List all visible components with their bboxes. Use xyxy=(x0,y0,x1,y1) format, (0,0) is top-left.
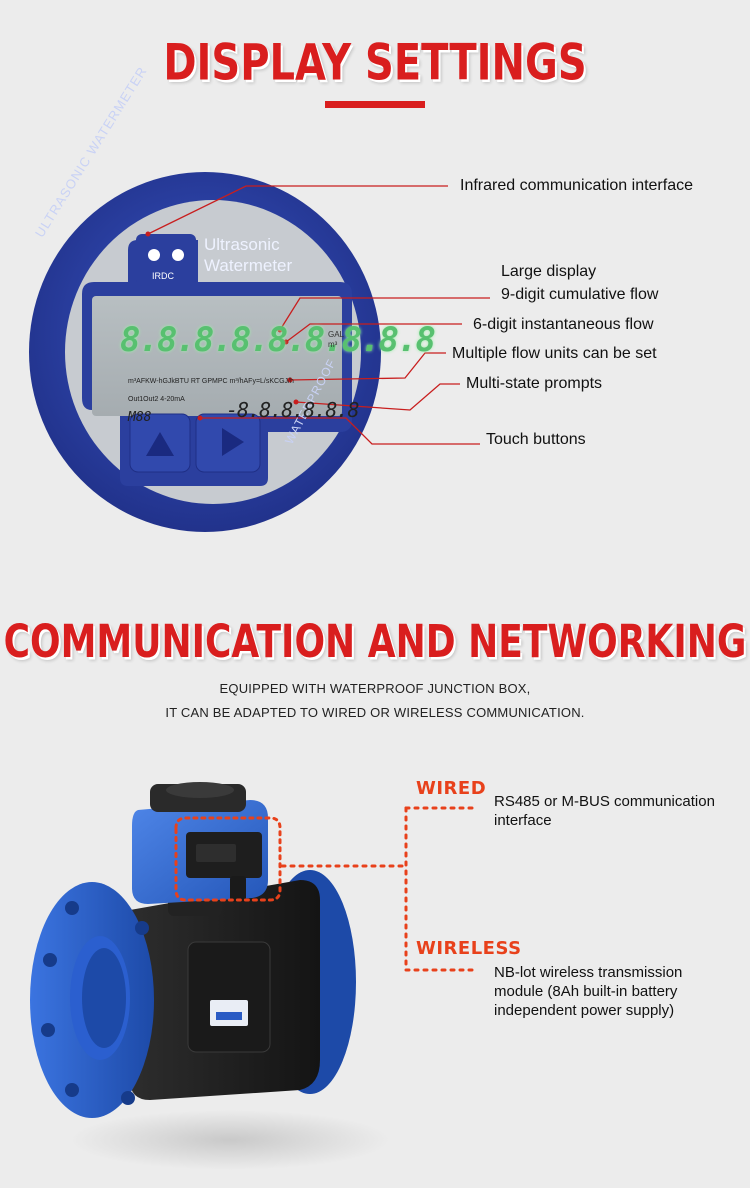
lcd-small-digits: -8.8.8.8.8.8 xyxy=(226,398,359,422)
lcd-side-units: GAL m³ xyxy=(328,330,344,349)
body-side-panel xyxy=(187,941,271,1053)
wireless-line-1: NB-lot wireless transmission xyxy=(494,964,683,981)
heading-underline xyxy=(325,101,425,108)
right-arrow-icon xyxy=(222,428,244,456)
wired-line-1: RS485 or M-BUS communication xyxy=(494,793,715,810)
display-settings-heading: DISPLAY SETTINGS xyxy=(163,34,587,92)
callout-9-digit: 9-digit cumulative flow xyxy=(501,286,659,303)
callout-lines xyxy=(147,185,490,445)
networking-subtitle-2: IT CAN BE ADAPTED TO WIRED OR WIRELESS C… xyxy=(165,705,585,720)
module-highlight xyxy=(174,816,282,902)
brand-line-2: Watermeter xyxy=(204,256,293,275)
callout-6-digit: 6-digit instantaneous flow xyxy=(473,316,654,333)
up-arrow-icon xyxy=(146,432,174,456)
lcd-big-digits: 8.8.8.8.8.8.8.8.8 xyxy=(120,320,436,360)
ir-led-right xyxy=(172,249,184,261)
callout-large-display: Large display xyxy=(501,263,597,280)
callout-multi-state: Multi-state prompts xyxy=(466,375,603,392)
lcd-out-row: Out1Out2 4-20mA xyxy=(128,396,185,403)
networking-subtitle-1: EQUIPPED WITH WATERPROOF JUNCTION BOX, xyxy=(219,681,531,696)
lcd-left-small: M88 xyxy=(128,410,152,425)
callout-flow-units: Multiple flow units can be set xyxy=(452,345,657,362)
cable-gland xyxy=(230,876,246,902)
networking-heading: COMMUNICATION AND NETWORKING xyxy=(3,616,747,669)
wireless-line-3: independent power supply) xyxy=(494,1002,675,1019)
callout-touch-buttons: Touch buttons xyxy=(486,431,586,448)
brand-line-1: Ultrasonic xyxy=(204,235,280,254)
floor-shadow xyxy=(70,1110,390,1170)
callout-infrared: Infrared communication interface xyxy=(460,177,693,194)
wired-title: WIRED xyxy=(416,778,487,799)
ir-port-label: IRDC xyxy=(152,271,174,281)
connector-lines xyxy=(280,806,480,972)
ir-led-left xyxy=(148,249,160,261)
wired-line-2: interface xyxy=(494,812,552,829)
meter-face-illustration xyxy=(29,172,490,532)
ir-port-box xyxy=(136,234,196,286)
lcd-panel xyxy=(92,296,342,416)
lcd-units-row: m³AFKW-hGJkBTU RT GPMPC m³/hAFy=L/sKCGJ/… xyxy=(128,378,294,385)
wireless-title: WIRELESS xyxy=(416,938,522,959)
wireless-line-2: module (8Ah built-in battery xyxy=(494,983,678,1000)
flange-bolts xyxy=(41,901,149,1105)
